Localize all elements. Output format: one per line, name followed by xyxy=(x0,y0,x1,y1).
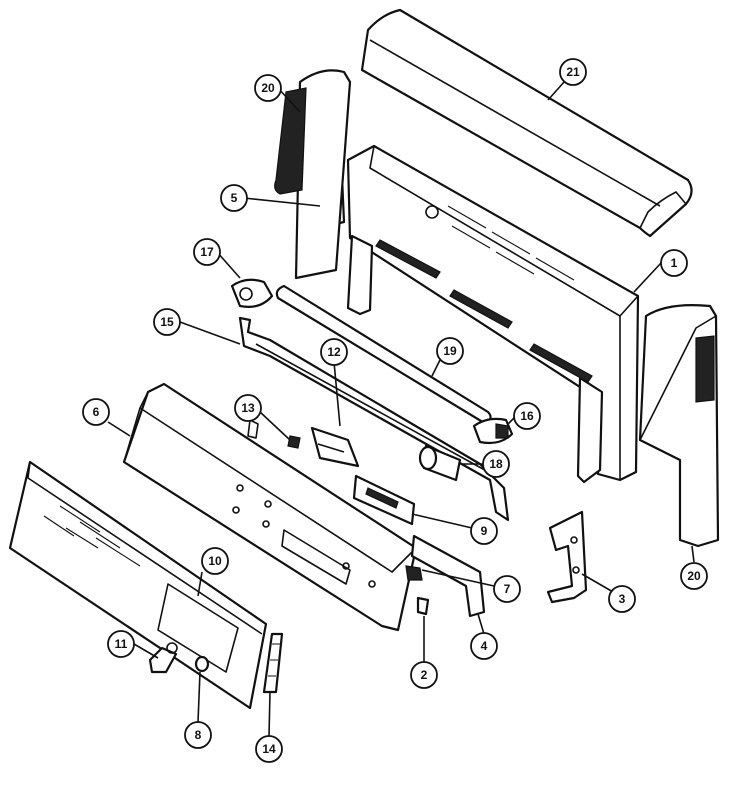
callout-label: 3 xyxy=(619,592,626,606)
callout-4: 4 xyxy=(470,632,498,660)
callout-label: 18 xyxy=(489,457,503,471)
callout-label: 20 xyxy=(687,569,701,583)
callout-label: 5 xyxy=(231,191,238,205)
callout-21: 21 xyxy=(559,58,587,86)
part-capacitor xyxy=(418,444,462,482)
callout-15: 15 xyxy=(153,308,181,336)
callout-label: 15 xyxy=(160,315,174,329)
callout-17: 17 xyxy=(193,238,221,266)
part-top-trim xyxy=(360,8,693,238)
leader-lines xyxy=(107,71,695,737)
callout-label: 8 xyxy=(195,728,202,742)
callout-18: 18 xyxy=(482,450,510,478)
part-front-glass xyxy=(8,460,268,710)
callout-label: 12 xyxy=(327,345,341,359)
callout-12: 12 xyxy=(320,338,348,366)
callout-16: 16 xyxy=(513,402,541,430)
callout-label: 20 xyxy=(261,81,275,95)
part-wedge xyxy=(416,596,430,616)
part-control-board xyxy=(310,426,360,468)
callout-6: 6 xyxy=(82,398,110,426)
callout-5: 5 xyxy=(220,184,248,212)
callout-20-left: 20 xyxy=(254,74,282,102)
part-end-cap-right xyxy=(638,304,720,548)
part-knob-11 xyxy=(148,642,178,674)
callout-label: 2 xyxy=(421,668,428,682)
part-end-cap-left xyxy=(274,69,352,280)
callout-7: 7 xyxy=(493,575,521,603)
callout-9: 9 xyxy=(470,517,498,545)
callout-11: 11 xyxy=(107,630,135,658)
part-display xyxy=(352,474,416,526)
callout-label: 21 xyxy=(566,65,580,79)
callout-label: 7 xyxy=(504,582,511,596)
part-socket xyxy=(472,417,514,445)
callout-3: 3 xyxy=(608,585,636,613)
callout-label: 10 xyxy=(208,554,222,568)
callout-label: 13 xyxy=(241,401,255,415)
part-small-clip xyxy=(287,435,301,449)
part-knob-8 xyxy=(194,655,210,673)
callout-label: 11 xyxy=(115,637,128,651)
callout-20-right: 20 xyxy=(680,562,708,590)
callout-14: 14 xyxy=(255,735,283,763)
callout-label: 6 xyxy=(93,405,100,419)
callout-label: 1 xyxy=(671,256,678,270)
part-control-panel xyxy=(122,382,418,632)
callout-label: 9 xyxy=(481,524,488,538)
part-rail xyxy=(238,316,510,522)
callout-19: 19 xyxy=(436,337,464,365)
part-backguard-frame xyxy=(346,144,640,484)
callout-2: 2 xyxy=(410,661,438,689)
callout-label: 17 xyxy=(200,245,214,259)
callout-label: 16 xyxy=(520,409,534,423)
callout-13: 13 xyxy=(234,394,262,422)
part-mounting-bracket xyxy=(546,510,588,604)
part-clip-left xyxy=(230,278,274,308)
callout-label: 4 xyxy=(481,639,488,653)
callout-label: 14 xyxy=(262,742,276,756)
callout-10: 10 xyxy=(201,547,229,575)
callout-8: 8 xyxy=(184,721,212,749)
callout-label: 19 xyxy=(443,344,457,358)
part-trim-strip xyxy=(262,632,284,694)
part-switch xyxy=(405,565,423,581)
callout-1: 1 xyxy=(660,249,688,277)
